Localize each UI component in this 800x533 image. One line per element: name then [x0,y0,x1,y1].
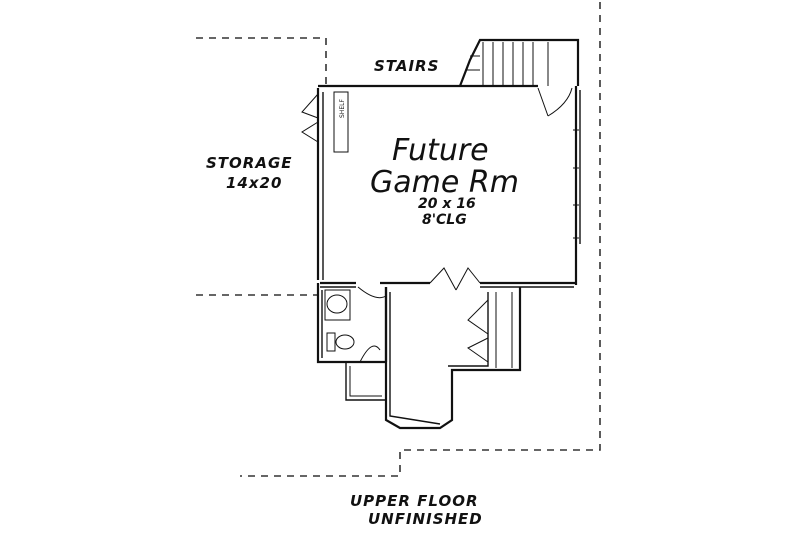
game-room-walls [316,84,581,288]
closet-box [345,362,387,401]
storage-size-label: 14x20 [226,174,282,192]
shelf-note: SHELF [339,99,346,118]
room-name-line1: Future [392,133,489,168]
floor-title-line2: UNFINISHED [368,510,483,528]
hallway [384,267,522,430]
storage-boundary [196,2,601,477]
floor-title-line1: UPPER FLOOR [350,492,479,510]
right-windows [573,129,579,239]
stair-door [537,87,573,117]
storage-label: STORAGE [206,154,293,172]
room-name-line2: Game Rm [370,165,519,200]
stairs [458,38,580,87]
bathroom [316,283,388,364]
stairs-label: STAIRS [374,57,439,75]
room-size-label: 20 x 16 [418,196,476,212]
room-ceiling-label: 8'CLG [422,212,467,228]
storage-doors [301,91,349,153]
